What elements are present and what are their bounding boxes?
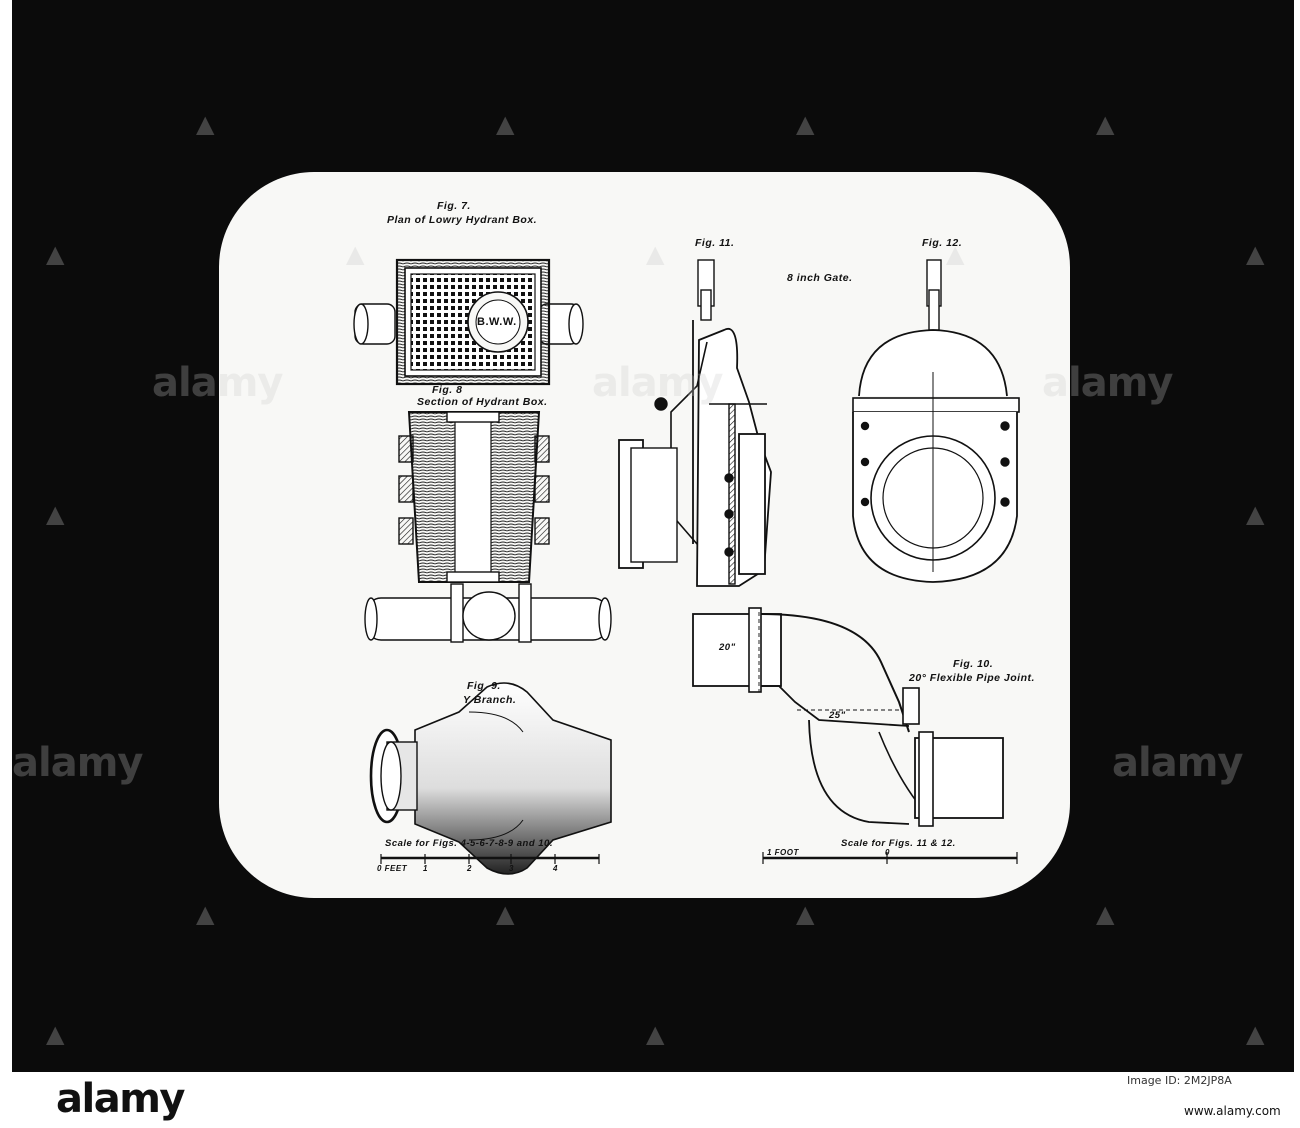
- scale-bar-right: [762, 852, 1018, 864]
- watermark-icon: ▲: [646, 240, 665, 268]
- watermark-text: alamy: [592, 360, 723, 406]
- watermark-icon: ▲: [46, 500, 65, 528]
- gate-title: 8 inch Gate.: [787, 272, 853, 284]
- watermark-icon: ▲: [46, 1020, 65, 1048]
- fig10-title: 20° Flexible Pipe Joint.: [909, 672, 1035, 684]
- watermark-icon: ▲: [646, 1020, 665, 1048]
- drawing-plate: Fig. 7. Plan of Lowry Hydrant Box. B.W.W…: [219, 172, 1070, 898]
- left-scale-zero: 0 FEET: [377, 864, 408, 873]
- watermark-icon: ▲: [496, 900, 515, 928]
- image-id-label: Image ID: 2M2JP8A: [1127, 1074, 1232, 1087]
- fig11-number: Fig. 11.: [695, 237, 735, 249]
- left-scale-tick: 2: [467, 864, 472, 873]
- fig10-flexible-pipe-joint: [692, 607, 1004, 827]
- right-scale-caption: Scale for Figs. 11 & 12.: [841, 838, 956, 849]
- fig8-hydrant-box-section: [364, 411, 612, 643]
- watermark-text: alamy: [1042, 360, 1173, 406]
- fig9-y-branch: [369, 682, 612, 875]
- watermark-icon: ▲: [946, 240, 965, 268]
- watermark-icon: ▲: [346, 240, 365, 268]
- engineering-drawing: [353, 258, 1020, 875]
- left-scale-caption: Scale for Figs. 4-5-6-7-8-9 and 10.: [385, 838, 553, 849]
- left-scale-tick: 3: [509, 864, 514, 873]
- watermark-icon: ▲: [1096, 110, 1115, 138]
- fig7-hydrant-box-plan: [353, 258, 584, 386]
- watermark-icon: ▲: [196, 110, 215, 138]
- stock-footer: alamy Image ID: 2M2JP8A www.alamy.com: [0, 1072, 1300, 1128]
- watermark-icon: ▲: [796, 900, 815, 928]
- watermark-icon: ▲: [1246, 240, 1265, 268]
- fig7-title: Plan of Lowry Hydrant Box.: [387, 214, 538, 226]
- left-scale-tick: 1: [423, 864, 428, 873]
- watermark-icon: ▲: [496, 110, 515, 138]
- watermark-icon: ▲: [196, 900, 215, 928]
- left-scale-tick: 4: [553, 864, 558, 873]
- fig11-gate-valve-side: [618, 259, 772, 587]
- right-scale-zero: 1 FOOT: [767, 848, 799, 857]
- fig7-number: Fig. 7.: [437, 200, 471, 212]
- fig7-lid-mark: B.W.W.: [477, 316, 517, 328]
- right-scale-tick: 0: [885, 848, 890, 857]
- watermark-icon: ▲: [1246, 500, 1265, 528]
- fig9-title: Y Branch.: [463, 694, 517, 706]
- fig12-gate-valve-front: [852, 259, 1020, 583]
- watermark-text: alamy: [12, 740, 143, 786]
- watermark-icon: ▲: [1246, 1020, 1265, 1048]
- watermark-icon: ▲: [1096, 900, 1115, 928]
- fig12-number: Fig. 12.: [922, 237, 963, 249]
- watermark-text: alamy: [1112, 740, 1243, 786]
- watermark-icon: ▲: [46, 240, 65, 268]
- offset-dim: 25": [829, 710, 846, 721]
- scale-bar-left: [380, 854, 600, 864]
- lantern-slide-frame: Fig. 7. Plan of Lowry Hydrant Box. B.W.W…: [12, 0, 1294, 1072]
- fig10-number: Fig. 10.: [953, 658, 994, 670]
- site-url[interactable]: www.alamy.com: [1184, 1104, 1281, 1118]
- fig9-number: Fig. 9.: [467, 680, 501, 692]
- watermark-icon: ▲: [796, 110, 815, 138]
- fig8-number: Fig. 8: [432, 384, 463, 396]
- fig8-title: Section of Hydrant Box.: [417, 396, 548, 408]
- alamy-logo[interactable]: alamy: [56, 1076, 185, 1122]
- pipe-diameter-dim: 20": [719, 642, 736, 653]
- watermark-text: alamy: [152, 360, 283, 406]
